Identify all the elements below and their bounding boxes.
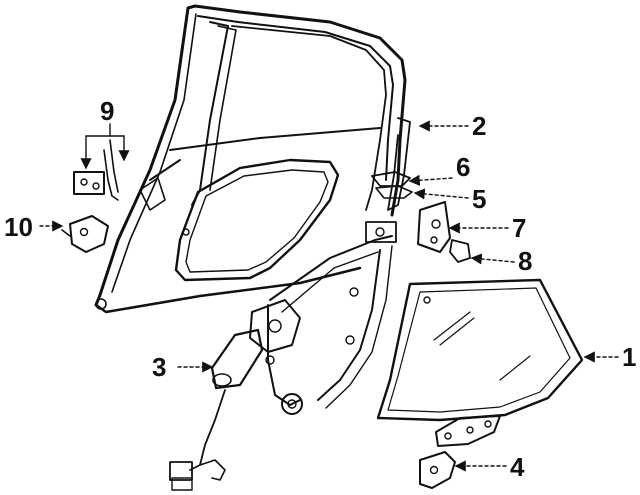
- lock-assembly: [417, 201, 471, 263]
- window-regulator: [249, 221, 397, 415]
- callout-3: 3: [152, 352, 166, 382]
- callout-5: 5: [472, 184, 486, 214]
- glass-channel: [435, 415, 501, 447]
- regulator-motor: [169, 328, 264, 491]
- callout-4: 4: [510, 452, 525, 482]
- glass-run-channel: [231, 25, 411, 211]
- callout-6: 6: [456, 152, 470, 182]
- leader-lines: [39, 120, 619, 472]
- callout-2: 2: [472, 111, 486, 141]
- upper-clip: [371, 171, 413, 199]
- door-frame: [94, 4, 407, 314]
- door-latch: [73, 139, 119, 201]
- lock-actuator: [61, 215, 109, 253]
- callout-10: 10: [4, 212, 33, 242]
- door-glass: [376, 278, 584, 422]
- callout-7: 7: [512, 213, 526, 243]
- callout-8: 8: [518, 246, 532, 276]
- glass-bracket: [419, 451, 456, 489]
- callout-1: 1: [622, 342, 636, 372]
- inner-panel-opening: [174, 158, 340, 282]
- callout-9: 9: [100, 96, 114, 126]
